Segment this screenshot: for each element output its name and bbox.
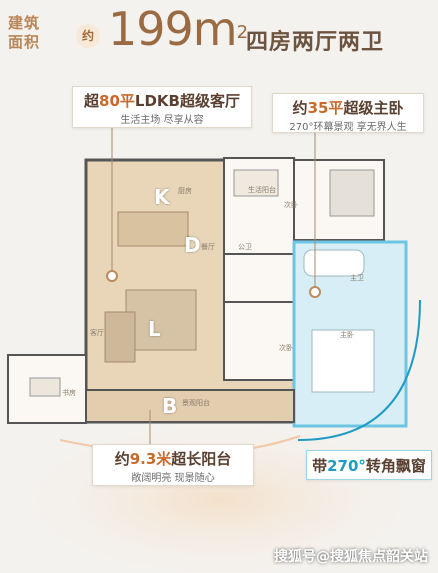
ldkb-subtitle: 生活主场 尽享从容 [120, 115, 204, 126]
room-label-laundry: 生活阳台 [248, 186, 276, 194]
room-label-kitchen: 厨房 [178, 187, 192, 195]
room-label-living: 客厅 [90, 329, 104, 337]
master-marker [309, 286, 321, 298]
room-label-master-bath: 主卫 [350, 274, 364, 282]
area-value: 199m2 [108, 2, 248, 56]
balcony-title: 约9.3米超长阳台 [114, 450, 232, 468]
watermark: 搜狐号@搜狐焦点韶关站 [274, 549, 428, 565]
master-callout: 约35平超级主卧 270°环幕景观 享无界人生 [272, 93, 424, 133]
bay-window-title: 带270°转角飘窗 [312, 457, 426, 475]
room-label-bedroom: 次卧 [279, 344, 293, 352]
approx-badge: 约 [76, 24, 100, 48]
layout-title: 四房两厅两卫 [246, 30, 385, 55]
balcony-callout: 约9.3米超长阳台 敞阔明亮 现景随心 [92, 444, 254, 486]
letter-k: K [154, 185, 170, 209]
bay-window-callout: 带270°转角飘窗 [306, 450, 432, 480]
room-label-study: 书房 [62, 389, 76, 397]
ldkb-marker [106, 270, 118, 282]
letter-l: L [148, 317, 161, 341]
balcony-subtitle: 敞阔明亮 现景随心 [131, 473, 215, 484]
master-title: 约35平超级主卧 [292, 99, 404, 117]
letter-b: B [162, 394, 178, 418]
room-label-dining: 餐厅 [201, 243, 215, 251]
master-subtitle: 270°环幕景观 享无界人生 [289, 122, 407, 133]
area-label-line1: 建筑 [8, 14, 41, 32]
room-label-public-bath: 公卫 [238, 243, 252, 251]
room-label-bedroom2: 次卧 [284, 201, 298, 209]
room-label-scenic-balcony: 景观阳台 [182, 399, 210, 407]
ldkb-callout: 超80平LDKB超级客厅 生活主场 尽享从容 [72, 86, 252, 128]
ldkb-title: 超80平LDKB超级客厅 [84, 92, 240, 110]
room-label-master-bed: 主卧 [340, 331, 354, 339]
area-label-line2: 面积 [8, 33, 41, 51]
letter-d: D [184, 233, 201, 257]
